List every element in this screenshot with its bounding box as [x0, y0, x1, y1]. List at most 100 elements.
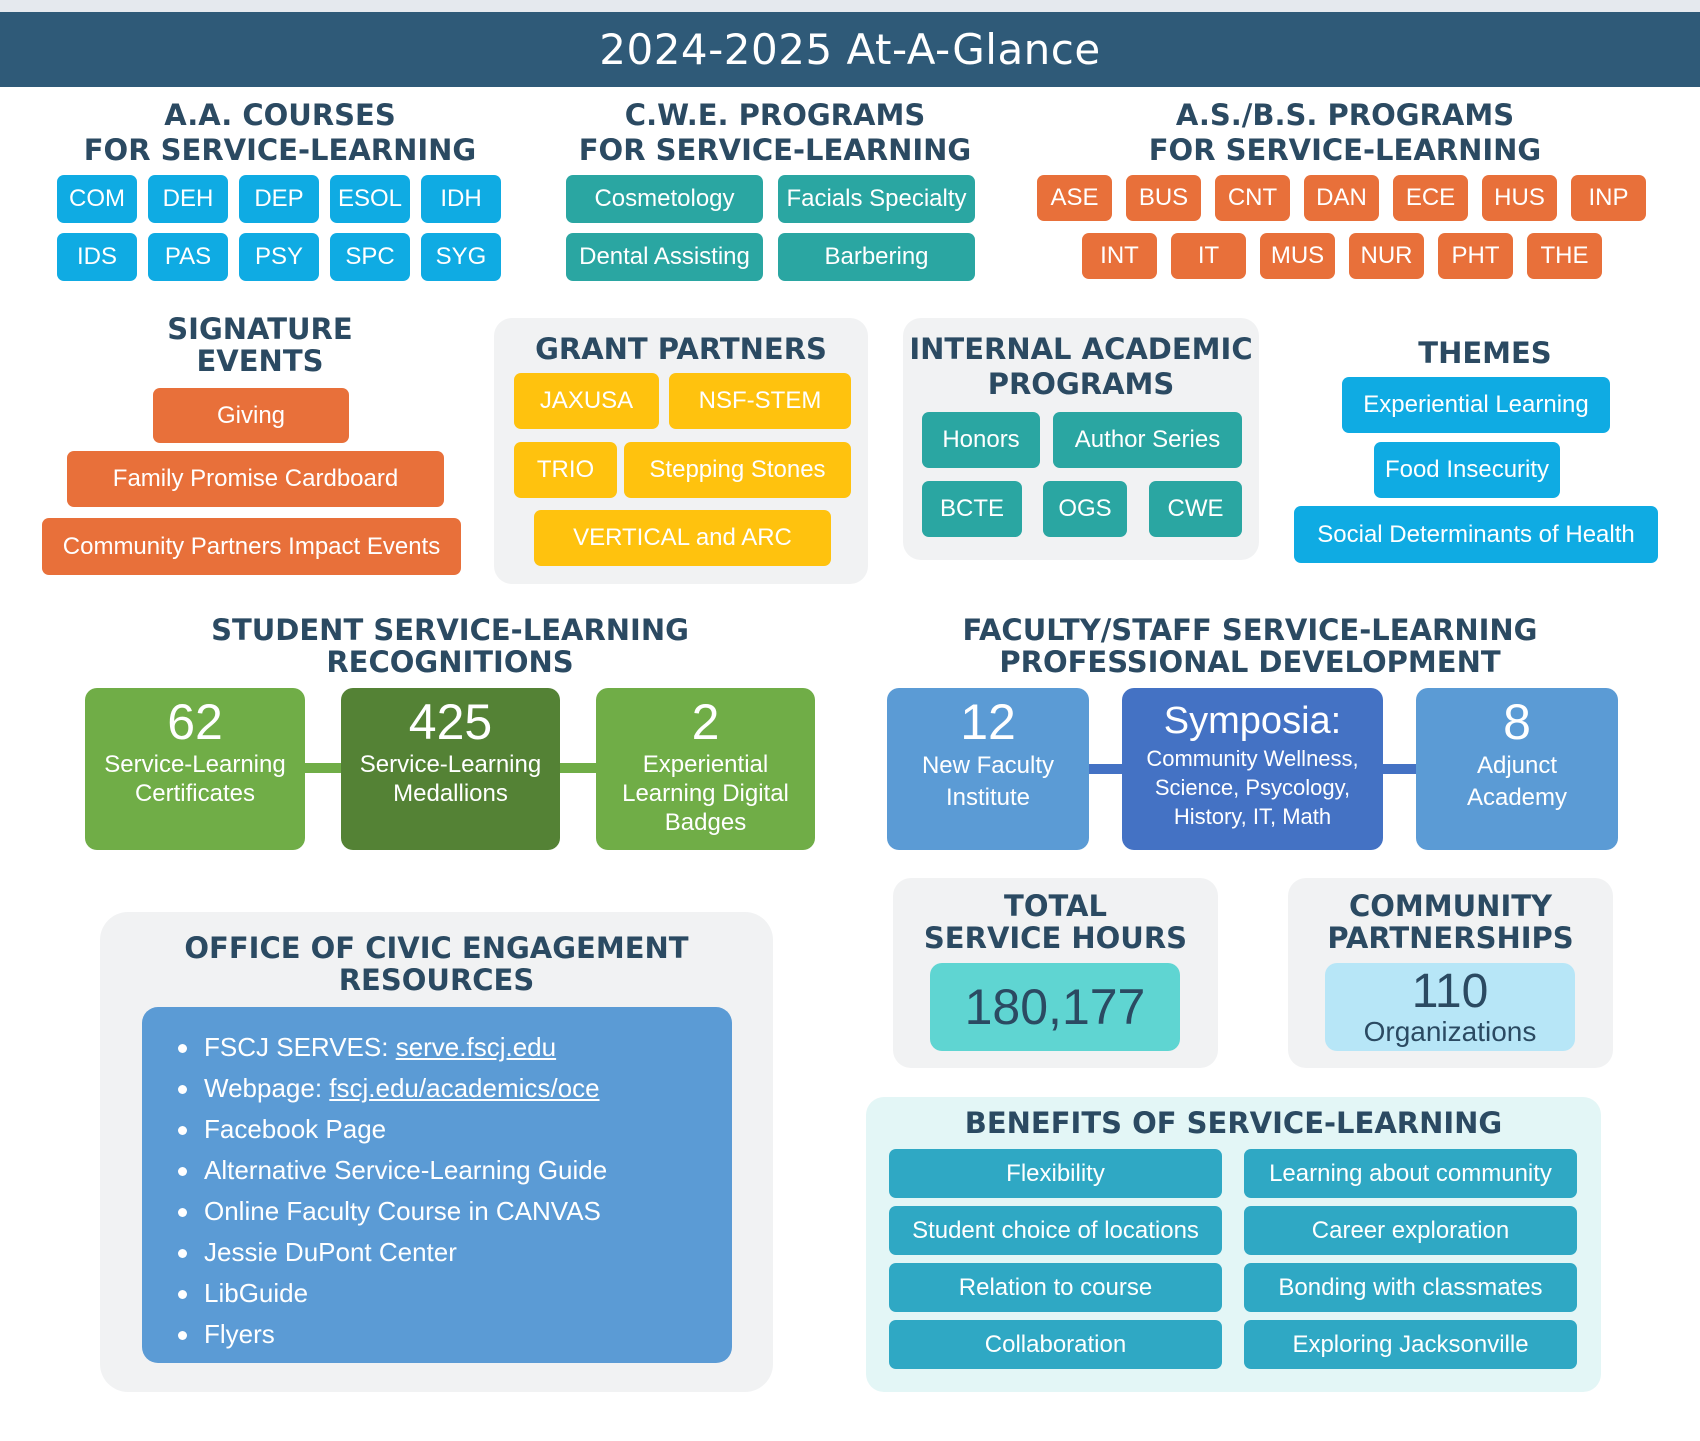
resource-item[interactable]: Facebook Page	[172, 1109, 732, 1150]
stat-label: Service-Learning	[104, 751, 286, 778]
asbs-program-pill[interactable]: IT	[1171, 233, 1246, 279]
signature-event-pill[interactable]: Family Promise Cardboard	[67, 451, 444, 507]
benefits-heading: BENEFITS OF SERVICE-LEARNING	[964, 1106, 1503, 1140]
benefit-pill[interactable]: Exploring Jacksonville	[1244, 1320, 1577, 1369]
hours-heading-line1: TOTAL	[1004, 889, 1107, 923]
grant-partner-pill[interactable]: TRIO	[514, 442, 617, 498]
symposia-stat: Symposia: Community Wellness, Science, P…	[1122, 688, 1383, 850]
partnerships-value-box: 110 Organizations	[1325, 963, 1575, 1051]
resource-item[interactable]: Online Faculty Course in CANVAS	[172, 1191, 732, 1232]
hours-heading-line2: SERVICE HOURS	[923, 921, 1188, 955]
benefits-list: Flexibility Learning about community Stu…	[889, 1149, 1577, 1369]
aa-course-pill[interactable]: SPC	[330, 233, 410, 281]
internal-program-pill[interactable]: Author Series	[1053, 412, 1242, 468]
asbs-program-pill[interactable]: DAN	[1304, 175, 1379, 221]
oce-resources-box: FSCJ SERVES: serve.fscj.edu Webpage: fsc…	[142, 1007, 732, 1363]
internal-program-pill[interactable]: BCTE	[922, 481, 1022, 537]
cwe-heading-line1: C.W.E. PROGRAMS	[624, 98, 926, 132]
aa-course-pill[interactable]: IDH	[421, 175, 501, 223]
benefit-pill[interactable]: Collaboration	[889, 1320, 1222, 1369]
oce-heading-line1: OFFICE OF CIVIC ENGAGEMENT	[184, 931, 689, 965]
asbs-program-pill[interactable]: INP	[1571, 175, 1646, 221]
aa-heading: A.A. COURSES FOR SERVICE-LEARNING	[60, 98, 500, 168]
stat-label: Experiential	[642, 751, 769, 778]
resource-item[interactable]: Alternative Service-Learning Guide	[172, 1150, 732, 1191]
aa-heading-line2: FOR SERVICE-LEARNING	[83, 133, 477, 167]
stat-label: Academy	[1466, 784, 1568, 811]
grant-partner-pill[interactable]: Stepping Stones	[624, 442, 851, 498]
stat-value: 8	[1503, 694, 1531, 750]
medallions-stat: 425 Service-Learning Medallions	[341, 688, 560, 850]
badges-stat: 2 Experiential Learning Digital Badges	[596, 688, 815, 850]
asbs-program-pill[interactable]: PHT	[1438, 233, 1513, 279]
top-strip	[0, 0, 1700, 12]
asbs-program-pill[interactable]: HUS	[1482, 175, 1557, 221]
grant-partner-pill[interactable]: JAXUSA	[514, 373, 659, 429]
stat-label: History, IT, Math	[1173, 804, 1332, 829]
total-hours-value: 180,177	[930, 963, 1180, 1051]
asbs-heading-line1: A.S./B.S. PROGRAMS	[1175, 98, 1515, 132]
benefit-pill[interactable]: Relation to course	[889, 1263, 1222, 1312]
serve-link[interactable]: serve.fscj.edu	[395, 1032, 557, 1062]
resource-label: FSCJ SERVES:	[204, 1032, 396, 1062]
theme-pill[interactable]: Social Determinants of Health	[1294, 506, 1658, 563]
theme-pill[interactable]: Experiential Learning	[1342, 377, 1610, 433]
benefit-pill[interactable]: Student choice of locations	[889, 1206, 1222, 1255]
asbs-program-pill[interactable]: INT	[1082, 233, 1157, 279]
signature-event-pill[interactable]: Giving	[153, 388, 349, 443]
cwe-heading-line2: FOR SERVICE-LEARNING	[578, 133, 972, 167]
aa-heading-line1: A.A. COURSES	[164, 98, 396, 132]
benefit-pill[interactable]: Bonding with classmates	[1244, 1263, 1577, 1312]
resource-label: Webpage:	[204, 1073, 330, 1103]
aa-course-pill[interactable]: IDS	[57, 233, 137, 281]
benefit-pill[interactable]: Career exploration	[1244, 1206, 1577, 1255]
aa-course-pill[interactable]: PSY	[239, 233, 319, 281]
aa-course-pill[interactable]: PAS	[148, 233, 228, 281]
aa-course-pill[interactable]: DEP	[239, 175, 319, 223]
asbs-program-pill[interactable]: BUS	[1126, 175, 1201, 221]
asbs-program-pill[interactable]: THE	[1527, 233, 1602, 279]
page-title: 2024-2025 At-A-Glance	[0, 12, 1700, 87]
internal-program-pill[interactable]: OGS	[1043, 481, 1127, 537]
cwe-program-pill[interactable]: Barbering	[778, 233, 975, 281]
adjunct-academy-stat: 8 Adjunct Academy	[1416, 688, 1618, 850]
signature-heading-line1: SIGNATURE	[167, 312, 353, 346]
asbs-program-pill[interactable]: ECE	[1393, 175, 1468, 221]
benefit-pill[interactable]: Flexibility	[889, 1149, 1222, 1198]
themes-heading: THEMES	[1418, 336, 1552, 370]
signature-heading: SIGNATURE EVENTS	[140, 313, 380, 377]
grant-partner-pill[interactable]: VERTICAL and ARC	[534, 510, 831, 566]
cwe-heading: C.W.E. PROGRAMS FOR SERVICE-LEARNING	[560, 98, 990, 168]
stat-value: 62	[167, 694, 223, 750]
grant-partner-pill[interactable]: NSF-STEM	[669, 373, 851, 429]
asbs-program-pill[interactable]: CNT	[1215, 175, 1290, 221]
aa-course-pill[interactable]: DEH	[148, 175, 228, 223]
cwe-program-pill[interactable]: Facials Specialty	[778, 175, 975, 223]
asbs-program-pill[interactable]: NUR	[1349, 233, 1424, 279]
asbs-program-pill[interactable]: ASE	[1037, 175, 1112, 221]
theme-pill[interactable]: Food Insecurity	[1374, 442, 1560, 498]
asbs-heading-line2: FOR SERVICE-LEARNING	[1148, 133, 1542, 167]
resource-item[interactable]: Jessie DuPont Center	[172, 1232, 732, 1273]
stat-label: Service-Learning	[359, 751, 542, 778]
partnerships-heading: COMMUNITY PARTNERSHIPS	[1288, 890, 1613, 954]
student-heading-line1: STUDENT SERVICE-LEARNING	[211, 613, 689, 647]
signature-event-pill[interactable]: Community Partners Impact Events	[42, 518, 461, 575]
benefit-pill[interactable]: Learning about community	[1244, 1149, 1577, 1198]
aa-course-pill[interactable]: SYG	[421, 233, 501, 281]
faculty-heading: FACULTY/STAFF SERVICE-LEARNING PROFESSIO…	[940, 614, 1560, 678]
oce-webpage-link[interactable]: fscj.edu/academics/oce	[329, 1073, 600, 1103]
resource-item[interactable]: LibGuide	[172, 1273, 732, 1314]
cwe-program-pill[interactable]: Cosmetology	[566, 175, 763, 223]
internal-program-pill[interactable]: CWE	[1149, 481, 1242, 537]
aa-course-pill[interactable]: COM	[57, 175, 137, 223]
aa-course-pill[interactable]: ESOL	[330, 175, 410, 223]
internal-heading-line1: INTERNAL ACADEMIC	[909, 332, 1253, 366]
resource-item[interactable]: Flyers	[172, 1314, 732, 1355]
asbs-program-row2: INT IT MUS NUR PHT THE	[1082, 233, 1602, 279]
asbs-program-pill[interactable]: MUS	[1260, 233, 1335, 279]
student-heading-line2: RECOGNITIONS	[326, 645, 574, 679]
stat-label: Badges	[664, 809, 747, 836]
internal-program-pill[interactable]: Honors	[922, 412, 1040, 468]
cwe-program-pill[interactable]: Dental Assisting	[566, 233, 763, 281]
